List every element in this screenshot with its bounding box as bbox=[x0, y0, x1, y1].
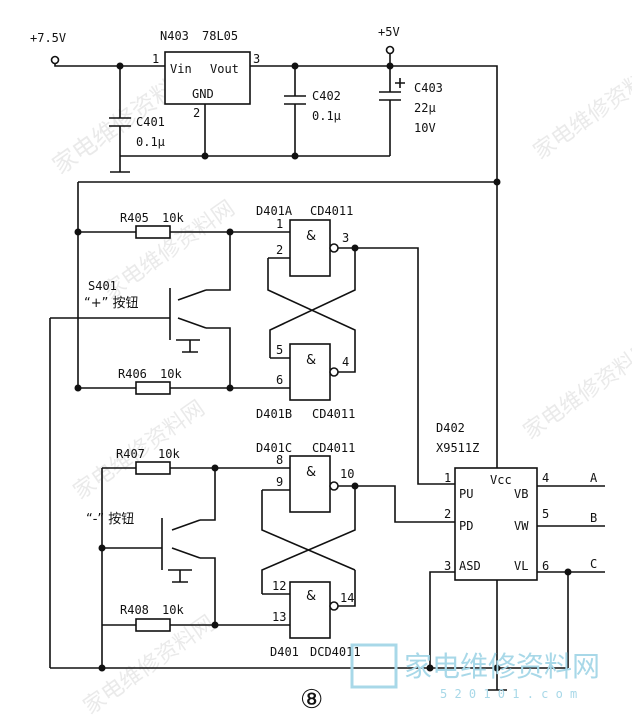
power-supply: +7.5V +5V N403 78L05 Vin Vout GND 1 2 3 … bbox=[30, 25, 498, 180]
output-c: C bbox=[590, 557, 597, 571]
gate-d401d-pin-in2: 13 bbox=[272, 610, 286, 624]
gate-d401a-pin-out: 3 bbox=[342, 231, 349, 245]
regulator-pin-3: 3 bbox=[253, 52, 260, 66]
r407-resistor bbox=[135, 461, 171, 475]
c401-ref: C401 bbox=[136, 115, 165, 129]
gate-d401a-ref: D401A bbox=[256, 204, 293, 218]
gate-d401c-symbol: & bbox=[306, 465, 316, 480]
s401-ref: S401 bbox=[88, 279, 117, 293]
regulator-gnd: GND bbox=[192, 87, 214, 101]
pot-pin-1: 1 bbox=[444, 471, 451, 485]
c403-voltage: 10V bbox=[414, 121, 436, 135]
gate-d401d-part: DCD4011 bbox=[310, 645, 361, 659]
gate-d401a-pin-in2: 2 bbox=[276, 243, 283, 257]
watermark-logo-mark bbox=[350, 643, 398, 689]
r408-ref: R408 bbox=[120, 603, 149, 617]
gate-d401c-pin-in2: 9 bbox=[276, 475, 283, 489]
pot-pd: PD bbox=[459, 519, 473, 533]
r406-resistor bbox=[135, 381, 171, 395]
c401-value: 0.1μ bbox=[136, 135, 165, 149]
gate-d401c-part: CD4011 bbox=[312, 441, 355, 455]
r408-resistor bbox=[135, 618, 171, 632]
s401-switch bbox=[49, 288, 207, 668]
pot-pin-6: 6 bbox=[542, 559, 549, 573]
plus-latch: R405 10k R406 10k S401 “+” 按钮 & D401A CD… bbox=[49, 204, 455, 668]
input-terminal bbox=[50, 55, 60, 65]
regulator-vout: Vout bbox=[210, 62, 239, 76]
pot-vw: VW bbox=[514, 519, 529, 533]
gate-d401d-ref: D401 bbox=[270, 645, 299, 659]
digital-pot-x9511z: D402 X9511Z Vcc PU PD ASD VB VW VL 1 2 3… bbox=[429, 421, 605, 691]
gate-d401b-pin-in2: 6 bbox=[276, 373, 283, 387]
gate-d401a-symbol: & bbox=[306, 229, 316, 244]
gate-d401d: & D401 DCD4011 12 13 14 bbox=[262, 570, 361, 659]
gate-d401c-pin-out: 10 bbox=[340, 467, 354, 481]
r405-resistor bbox=[135, 225, 171, 239]
output-a: A bbox=[590, 471, 598, 485]
regulator-ref: N403 bbox=[160, 29, 189, 43]
pot-pin-2: 2 bbox=[444, 507, 451, 521]
pot-pin-3: 3 bbox=[444, 559, 451, 573]
gate-d401c: & D401C CD4011 8 9 10 bbox=[256, 441, 455, 523]
gate-d401b: & D401B CD4011 5 6 4 bbox=[256, 343, 356, 421]
c402-ref: C402 bbox=[312, 89, 341, 103]
gate-d401d-pin-out: 14 bbox=[340, 591, 354, 605]
regulator-pin-2: 2 bbox=[193, 106, 200, 120]
gate-d401b-symbol: & bbox=[306, 353, 316, 368]
vcc-terminal bbox=[385, 45, 395, 55]
pot-pu: PU bbox=[459, 487, 473, 501]
gate-d401b-ref: D401B bbox=[256, 407, 292, 421]
r408-value: 10k bbox=[162, 603, 184, 617]
vcc-rail-label: +5V bbox=[378, 25, 400, 39]
gate-d401d-pin-in1: 12 bbox=[272, 579, 286, 593]
minus-label: “-” 按钮 bbox=[86, 512, 134, 527]
c402-value: 0.1μ bbox=[312, 109, 341, 123]
watermark-logo-url: 5 2 0 1 0 1 . c o m bbox=[440, 687, 577, 701]
r406-ref: R406 bbox=[118, 367, 147, 381]
c403-ref: C403 bbox=[414, 81, 443, 95]
minus-switch bbox=[102, 518, 201, 583]
regulator-vin: Vin bbox=[170, 62, 192, 76]
gate-d401b-part: CD4011 bbox=[312, 407, 355, 421]
figure-number: ⑧ bbox=[300, 685, 323, 715]
output-b: B bbox=[590, 511, 597, 525]
pot-pin-5: 5 bbox=[542, 507, 549, 521]
pot-ref: D402 bbox=[436, 421, 465, 435]
pot-vb: VB bbox=[514, 487, 528, 501]
input-rail-label: +7.5V bbox=[30, 31, 66, 45]
s401-label: “+” 按钮 bbox=[84, 296, 139, 311]
regulator-pin-1: 1 bbox=[152, 52, 159, 66]
minus-latch: R407 10k R408 10k “-” 按钮 & D401C CD4011 … bbox=[86, 441, 455, 668]
regulator-part: 78L05 bbox=[202, 29, 238, 43]
pot-asd: ASD bbox=[459, 559, 481, 573]
r407-value: 10k bbox=[158, 447, 180, 461]
pot-vcc: Vcc bbox=[490, 473, 512, 487]
gate-d401c-ref: D401C bbox=[256, 441, 292, 455]
gate-d401c-pin-in1: 8 bbox=[276, 453, 283, 467]
r405-value: 10k bbox=[162, 211, 184, 225]
gate-d401d-symbol: & bbox=[306, 589, 316, 604]
r406-value: 10k bbox=[160, 367, 182, 381]
pot-part: X9511Z bbox=[436, 441, 479, 455]
watermark-logo: 家电维修资料网 5 2 0 1 0 1 . c o m bbox=[350, 643, 600, 701]
regulator-78l05 bbox=[164, 51, 251, 105]
r405-ref: R405 bbox=[120, 211, 149, 225]
r407-ref: R407 bbox=[116, 447, 145, 461]
c403-value: 22μ bbox=[414, 101, 436, 115]
pot-pin-4: 4 bbox=[542, 471, 549, 485]
gate-d401b-pin-in1: 5 bbox=[276, 343, 283, 357]
gate-d401a: & D401A CD4011 1 2 3 bbox=[256, 204, 455, 485]
pot-vl: VL bbox=[514, 559, 528, 573]
gate-d401b-pin-out: 4 bbox=[342, 355, 349, 369]
gate-d401a-pin-in1: 1 bbox=[276, 217, 283, 231]
gate-d401a-part: CD4011 bbox=[310, 204, 353, 218]
watermark-cn-4: 家电维修资料网 bbox=[519, 336, 632, 445]
watermark-logo-cn: 家电维修资料网 bbox=[404, 650, 600, 683]
watermark-cn-3: 家电维修资料网 bbox=[529, 56, 632, 165]
